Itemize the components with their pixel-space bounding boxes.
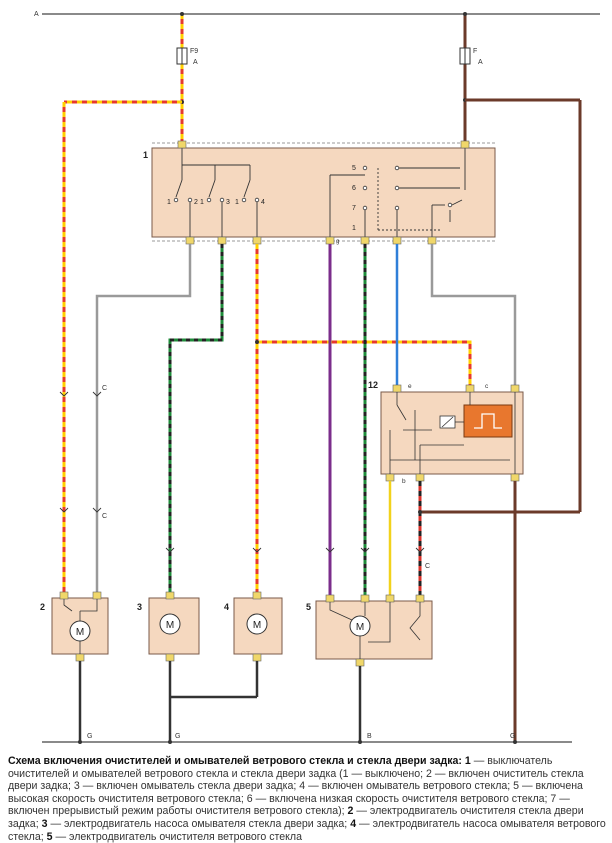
caption-title: Схема включения очистителей и омывателей… — [8, 755, 462, 767]
caption: Схема включения очистителей и омывателей… — [8, 755, 606, 843]
switch-pos-4: 4 — [261, 199, 265, 206]
relay-block: 12 e c b — [368, 380, 524, 485]
motor-2-number: 2 — [40, 602, 45, 612]
motor-3-number: 3 — [137, 602, 142, 612]
fuse-f9-branch: F9 A — [62, 12, 198, 594]
wire-green-black-m5 — [360, 244, 370, 597]
switch-pos-1c: 1 — [235, 199, 239, 206]
relay-number: 12 — [368, 380, 378, 390]
wiring-diagram: A F9 A F A 1 — [34, 11, 600, 744]
switch-pos-3: 3 — [226, 199, 230, 206]
timer-module — [463, 404, 513, 438]
switch-pos-1a: 1 — [167, 199, 171, 206]
caption-n4: 4 — [350, 817, 357, 830]
wire-red-yellow-m4 — [252, 244, 472, 594]
caption-t5: — электродвигатель очистителя ветрового … — [52, 830, 302, 843]
ground-g2: G — [175, 733, 180, 740]
bus-label: A — [34, 11, 39, 18]
fuse-f9-rating: A — [193, 59, 198, 66]
switch-pos-6: 6 — [352, 185, 356, 192]
connector-c-upper: C — [59, 385, 107, 397]
switch-pos-5: 5 — [352, 165, 356, 172]
relay-b-label: b — [402, 478, 406, 485]
ground-wires: G G B G — [42, 661, 572, 744]
motor-5-symbol: M — [356, 622, 364, 633]
caption-n2: 2 — [347, 805, 354, 818]
relay-e-label: e — [408, 383, 412, 390]
caption-t2: — электродвигатель очистителя стекла две… — [8, 805, 584, 830]
switch-pos-7: 7 — [352, 205, 356, 212]
fuse-f9-label: F9 — [190, 48, 198, 55]
wire-green-black-m3 — [165, 244, 224, 594]
wire-g-label: g — [336, 239, 339, 245]
motor-4: 4 M — [224, 591, 283, 662]
motor-4-symbol: M — [253, 620, 261, 631]
ground-g3: G — [510, 733, 515, 740]
pulse-icon — [474, 413, 502, 429]
wire-gray-left — [95, 244, 192, 594]
ground-g1: G — [87, 733, 92, 740]
switch-pos-1d: 1 — [352, 225, 356, 232]
wire-gray-right — [430, 244, 517, 386]
conn-c3: C — [425, 563, 430, 570]
motor-2-symbol: M — [76, 627, 84, 638]
motor-5: 5 M — [306, 594, 433, 667]
wire-purple — [325, 244, 335, 597]
switch-pos-1b: 1 — [200, 199, 204, 206]
switch-pos-2: 2 — [194, 199, 198, 206]
switch-number: 1 — [143, 150, 148, 160]
fuse-f-rating: A — [478, 59, 483, 66]
fuse-f-branch: F A — [420, 12, 582, 514]
switch-block: 1 1 2 1 3 1 4 5 6 7 1 — [143, 140, 496, 245]
fuse-f-label: F — [473, 48, 477, 55]
conn-c2: C — [102, 513, 107, 520]
motor-3: 3 M — [137, 591, 200, 662]
motor-4-number: 4 — [224, 602, 229, 612]
motor-2: 2 M — [40, 591, 109, 662]
motor-5-number: 5 — [306, 602, 311, 612]
caption-n1: 1 — [464, 755, 471, 767]
ground-b: B — [367, 733, 372, 740]
relay-c-label: c — [485, 383, 489, 390]
wire-red-black: C — [415, 481, 430, 597]
caption-t3: — электродвигатель насоса омывателя стек… — [47, 817, 348, 830]
caption-t1: — выключатель очистителей и омывателей в… — [8, 755, 584, 818]
motor-3-symbol: M — [166, 620, 174, 631]
conn-c1: C — [102, 385, 107, 392]
connector-c-lower: C — [59, 507, 107, 520]
caption-n3: 3 — [41, 817, 48, 830]
